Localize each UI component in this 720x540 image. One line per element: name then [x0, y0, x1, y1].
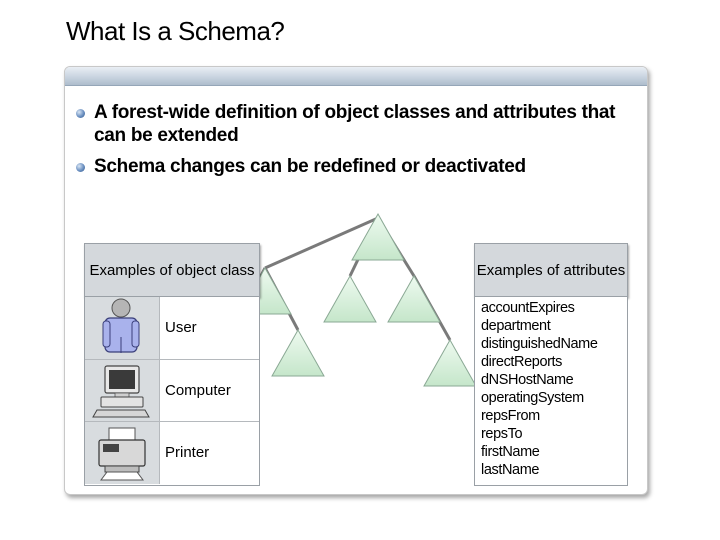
- tree-node-root: [351, 212, 405, 261]
- bullet-icon: [76, 163, 85, 172]
- bullet-item-definition: A forest-wide definition of object class…: [76, 101, 636, 147]
- attribute-item: lastName: [481, 462, 540, 478]
- object-class-list: User Computer Printer: [84, 296, 260, 486]
- attribute-item: repsFrom: [481, 408, 540, 424]
- attribute-item: firstName: [481, 444, 540, 460]
- object-class-label: Computer: [165, 382, 231, 399]
- object-class-label: Printer: [165, 444, 210, 461]
- object-class-row-computer: Computer: [85, 359, 259, 422]
- attribute-item: dNSHostName: [481, 372, 574, 388]
- computer-icon: [85, 360, 160, 422]
- user-icon: [85, 297, 160, 359]
- tree-node-level1-middle: [323, 274, 377, 323]
- attributes-header: Examples of attributes: [474, 243, 628, 297]
- tree-node-level2-c: [423, 338, 477, 387]
- attribute-item: accountExpires: [481, 300, 575, 316]
- tree-node-level1-right: [387, 274, 441, 323]
- attributes-list: accountExpires department distinguishedN…: [474, 296, 628, 486]
- object-class-header: Examples of object class: [84, 243, 260, 297]
- attribute-item: repsTo: [481, 426, 523, 442]
- attribute-item: directReports: [481, 354, 563, 370]
- bullet-text: A forest-wide definition of object class…: [94, 102, 616, 146]
- object-class-label: User: [165, 319, 197, 336]
- printer-icon: [85, 422, 160, 484]
- object-class-row-user: User: [85, 297, 259, 359]
- tree-node-level2-b: [271, 328, 325, 377]
- attribute-item: distinguishedName: [481, 336, 598, 352]
- bullet-list: A forest-wide definition of object class…: [76, 101, 636, 186]
- attribute-item: operatingSystem: [481, 390, 584, 406]
- bullet-icon: [76, 109, 85, 118]
- panel-header-bar: [65, 67, 647, 86]
- bullet-item-changes: Schema changes can be redefined or deact…: [76, 155, 636, 178]
- slide-title: What Is a Schema?: [66, 16, 285, 46]
- bullet-text: Schema changes can be redefined or deact…: [94, 156, 526, 177]
- object-class-row-printer: Printer: [85, 421, 259, 484]
- attribute-item: department: [481, 318, 551, 334]
